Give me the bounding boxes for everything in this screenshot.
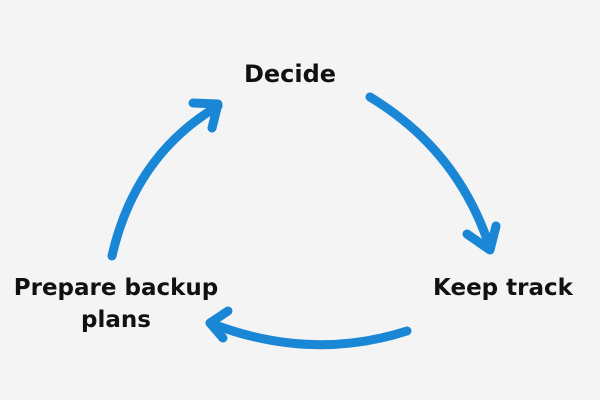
node-label-prepare-backup-text: Prepare backup plans: [13, 275, 219, 333]
arrow-decide-to-keep-track: [365, 92, 501, 255]
arrowhead-icon: [188, 98, 223, 133]
arrow-keep-track-to-backup: [205, 306, 412, 350]
node-label-keep-track: Keep track: [433, 275, 573, 301]
node-label-decide: Decide: [243, 60, 337, 88]
curved-arrow-icon: [365, 92, 495, 253]
curved-arrow-icon: [107, 101, 223, 261]
node-label-prepare-backup: Prepare backup plans: [0, 272, 232, 336]
arrowhead-icon: [462, 221, 501, 255]
arrow-backup-to-decide: [107, 98, 223, 261]
arrowhead-icon: [205, 306, 233, 343]
curved-arrow-icon: [205, 318, 412, 350]
